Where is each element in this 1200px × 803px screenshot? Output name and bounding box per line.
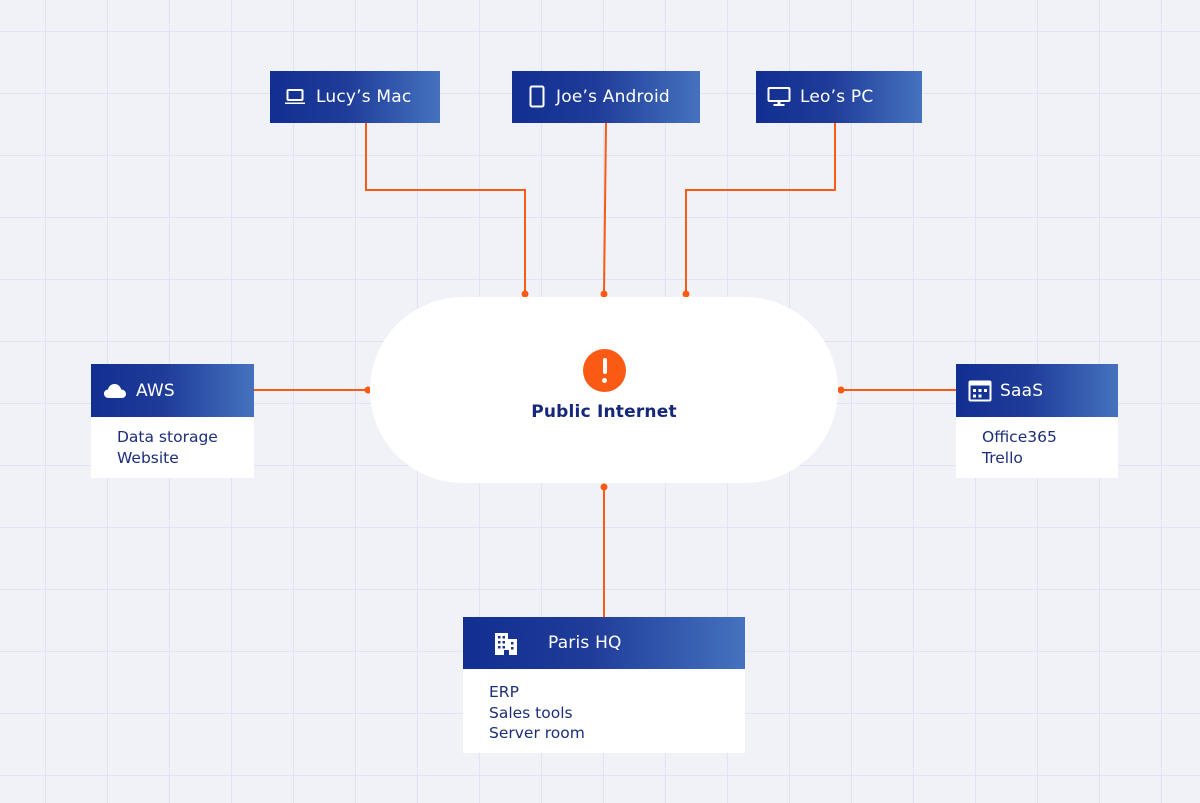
paris-hq-item: ERP [489, 683, 519, 701]
paris-hq-node-body: ERP Sales tools Server room [463, 669, 745, 753]
connector-lucy [365, 123, 526, 294]
tablet-icon [525, 85, 549, 109]
device-node-lucys-mac[interactable]: Lucy’s Mac [270, 71, 440, 123]
aws-node-header[interactable]: AWS [91, 364, 254, 417]
laptop-icon [283, 85, 307, 109]
public-internet-label: Public Internet [531, 402, 677, 422]
device-node-leos-pc[interactable]: Leo’s PC [756, 71, 922, 123]
connector-dot [521, 290, 529, 298]
building-icon [494, 631, 518, 655]
device-label: Leo’s PC [800, 87, 874, 107]
device-label: Lucy’s Mac [316, 87, 412, 107]
connector-dot [682, 290, 690, 298]
connector-dot [600, 483, 608, 491]
device-label: Joe’s Android [556, 87, 670, 107]
connector-joe [603, 122, 607, 295]
aws-item: Website [117, 448, 179, 467]
saas-node-body: Office365 Trello [956, 417, 1118, 478]
saas-item: Trello [982, 448, 1023, 467]
cloud-icon [103, 379, 127, 403]
paris-hq-node-header[interactable]: Paris HQ [463, 617, 745, 669]
monitor-icon [767, 85, 791, 109]
aws-item: Data storage [117, 428, 218, 446]
saas-item: Office365 [982, 428, 1057, 446]
connector-dot [837, 386, 845, 394]
connector-dot [364, 386, 372, 394]
paris-hq-item: Server room [489, 724, 585, 742]
aws-label: AWS [136, 380, 175, 401]
saas-label: SaaS [1000, 380, 1044, 401]
paris-hq-item: Sales tools [489, 703, 573, 722]
app-window-icon [968, 379, 992, 403]
saas-node-header[interactable]: SaaS [956, 364, 1118, 417]
device-node-joes-android[interactable]: Joe’s Android [512, 71, 700, 123]
aws-node-body: Data storage Website [91, 417, 254, 478]
paris-hq-label: Paris HQ [548, 633, 622, 653]
connector-dot [600, 290, 608, 298]
alert-icon [583, 349, 626, 392]
connector-leo [685, 123, 836, 294]
